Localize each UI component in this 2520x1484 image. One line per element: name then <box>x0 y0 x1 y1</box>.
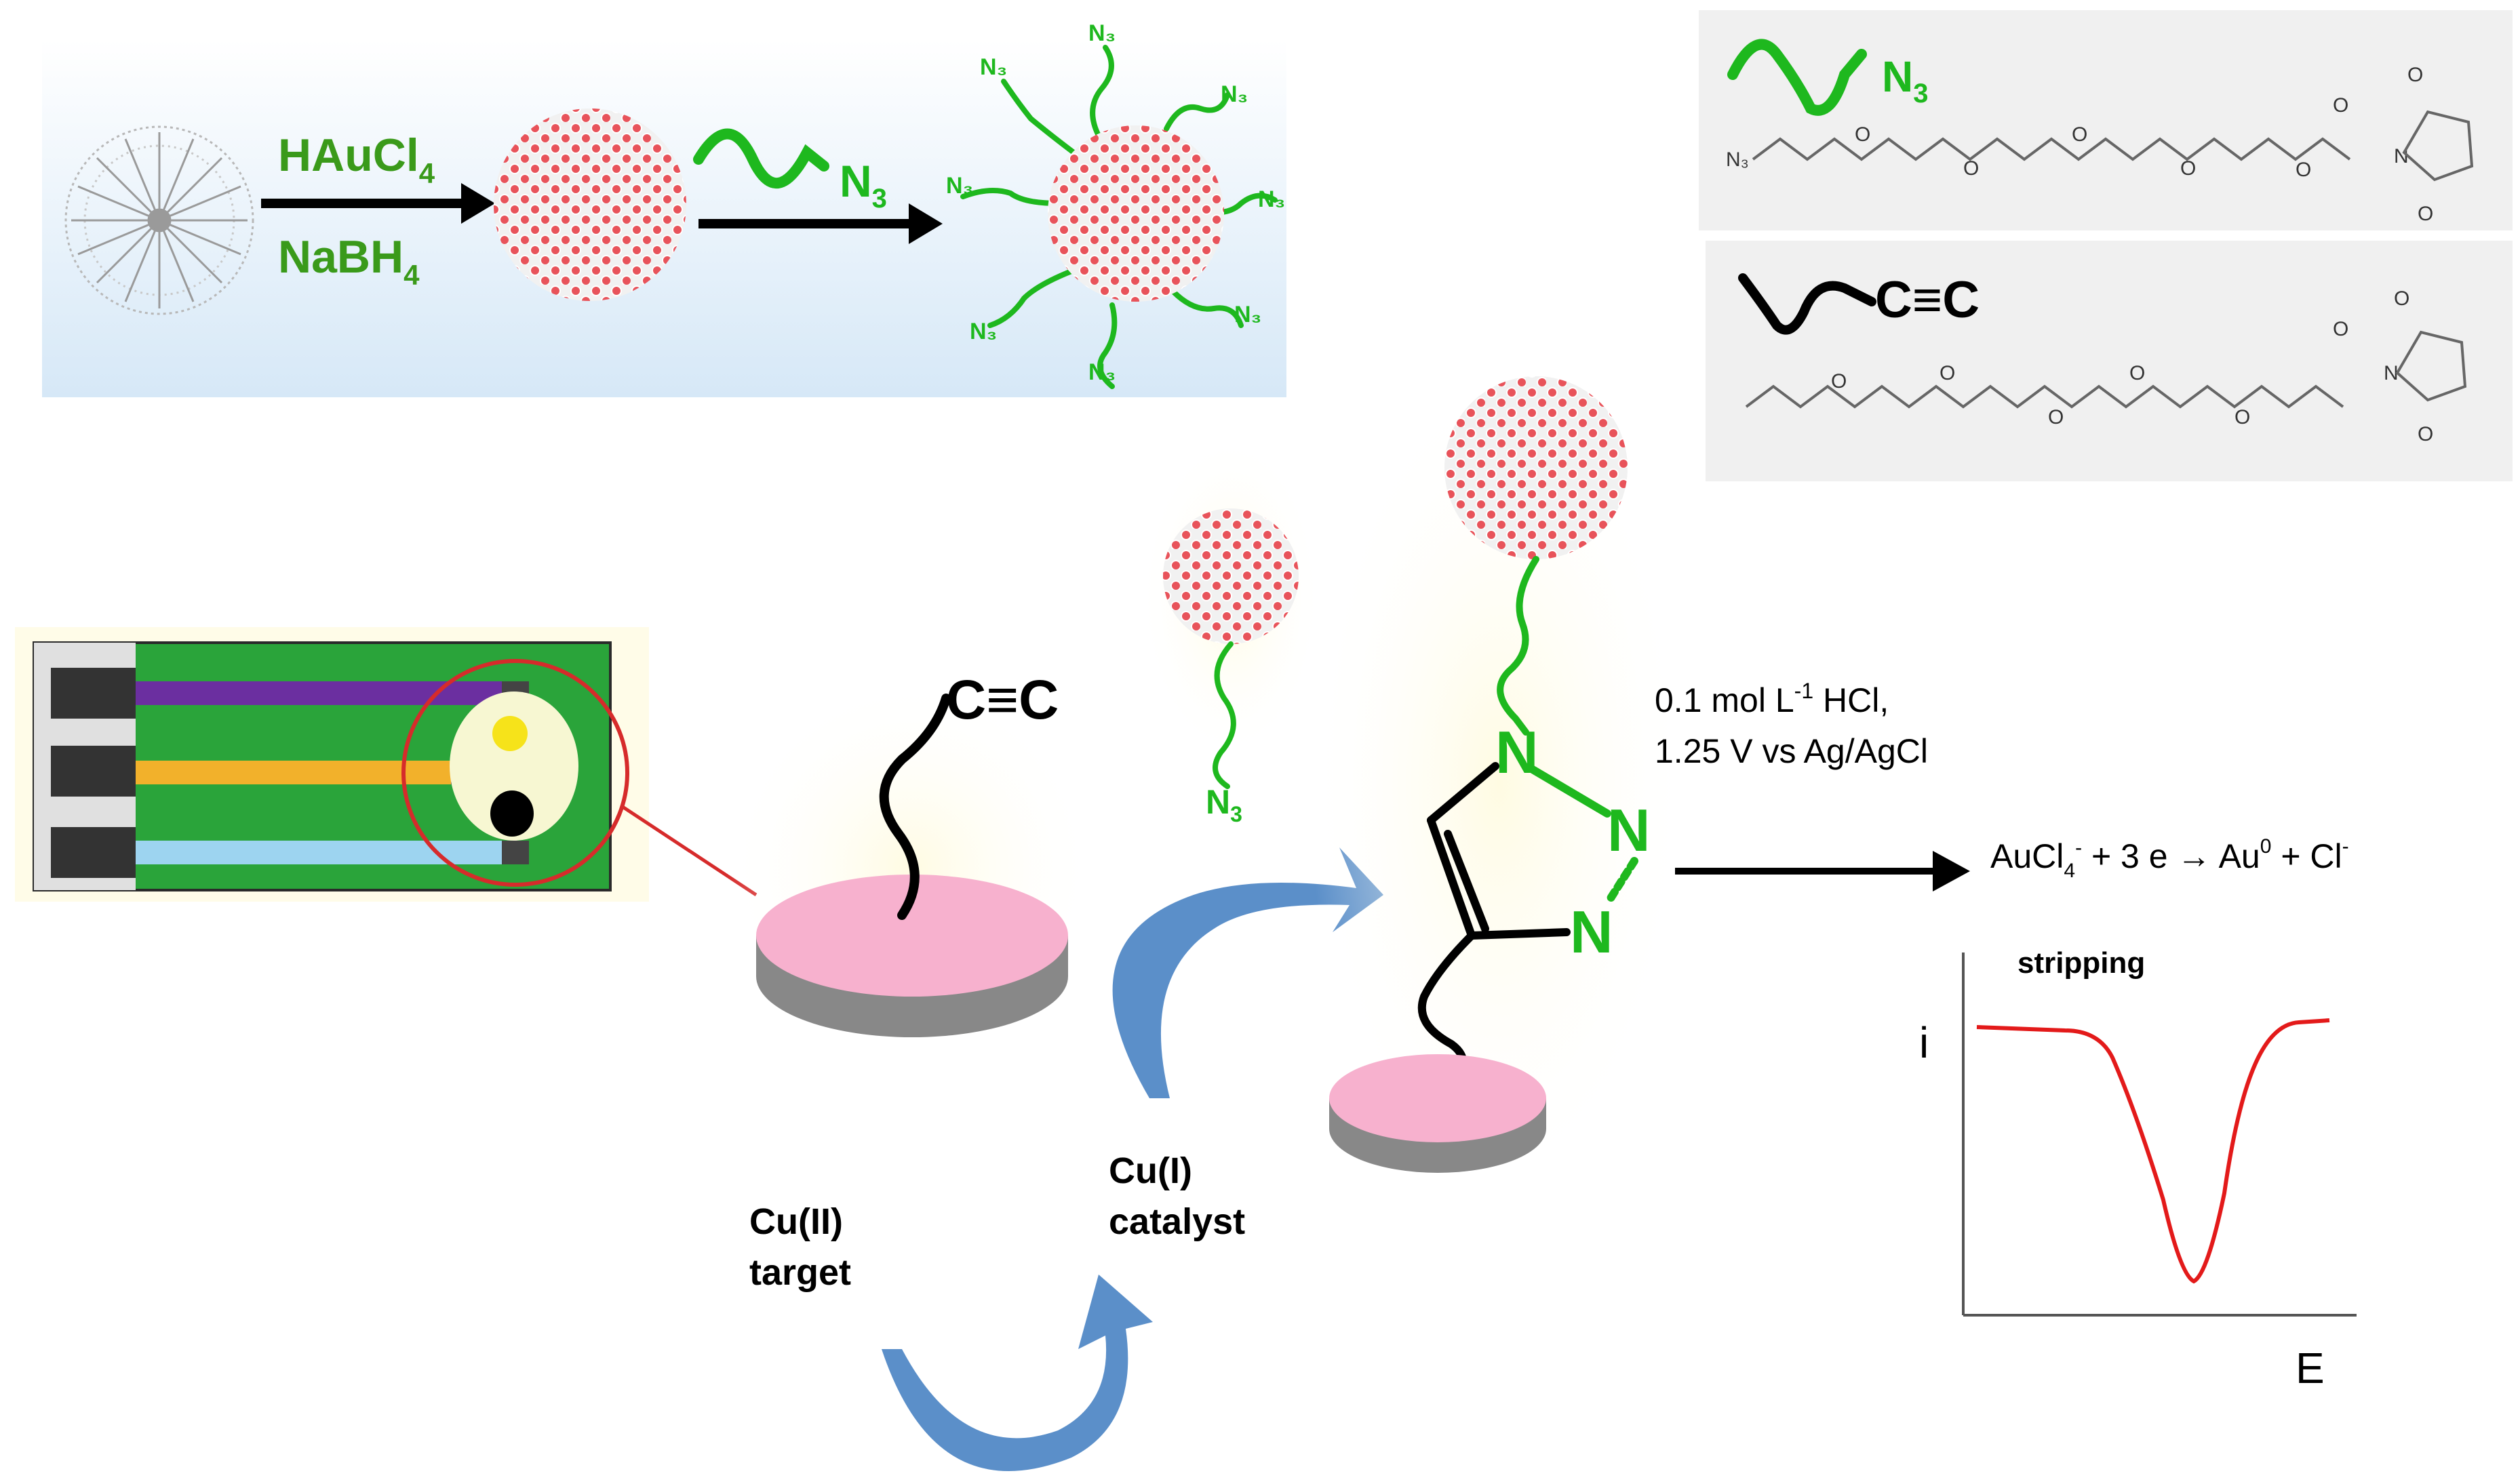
product-linker <box>1497 556 1539 736</box>
product-nanoparticle <box>1444 376 1628 559</box>
stripping-reaction: AuCl4- + 3 e → Au0 + Cl- <box>1990 835 2349 882</box>
azide-peg-o3: O <box>2072 123 2087 146</box>
alkyne-peg-label: C≡C <box>1875 271 1980 329</box>
alkyne-peg-n: N <box>2384 362 2399 384</box>
synthesis-arrow-2-head <box>909 203 943 244</box>
product-disc-top <box>1329 1054 1546 1142</box>
alkyne-nhs-o-top: O <box>2394 287 2409 310</box>
working-electrode-area <box>450 691 578 841</box>
triazole-n1: N <box>1495 719 1539 786</box>
alkyne-linker-panel <box>1706 241 2513 481</box>
track-blue <box>136 841 515 864</box>
dendrimer-icon <box>64 125 254 315</box>
oxidation-arrow-head <box>1933 851 1970 891</box>
blue-arrow-lower <box>882 1275 1153 1471</box>
stripping-voltammogram: stripping i E <box>1919 946 2357 1392</box>
screen-printed-electrode <box>15 627 757 902</box>
alkyne-tether <box>879 694 951 920</box>
blue-arrow-upper <box>1112 847 1383 1098</box>
triazole-product: N N N <box>1309 366 1689 1200</box>
azide-tag-right: N₃ <box>1258 186 1285 212</box>
voltammogram-x-label: E <box>2296 1344 2325 1392</box>
alkyne-linker-structure: C≡C O O O O O O N O O <box>1706 241 2513 481</box>
cu2-label: Cu(II) <box>749 1201 843 1242</box>
azide-tag-bottom: N₃ <box>1088 359 1116 385</box>
azide-peg-o5: O <box>2296 159 2311 181</box>
azide-peg-icon <box>1727 39 1867 116</box>
zoom-circle <box>401 659 629 887</box>
azide-peg-o2: O <box>1963 157 1979 180</box>
cu2-target-label: target <box>749 1252 851 1293</box>
triazole-n3: N <box>1570 898 1613 965</box>
azide-tag-left: N₃ <box>946 173 973 199</box>
azide-functionalized-nanoparticle: N₃ N₃ N₃ N₃ N₃ N₃ N₃ N₃ <box>946 20 1285 389</box>
reagent-haucl4: HAuCl4 <box>278 129 435 189</box>
electrode-black-dot <box>490 790 534 837</box>
voltammogram-title: stripping <box>2017 946 2145 980</box>
azide-peg-n3: N₃ <box>1726 148 1749 171</box>
cu1-label: Cu(I) <box>1109 1150 1192 1191</box>
reagent-nabh4: NaBH4 <box>278 231 420 291</box>
azide-linker-structure: N3 N₃ O O O O O O N O O <box>1699 10 2513 230</box>
alkyne-peg-icon <box>1738 273 1876 335</box>
connector-pad-1 <box>51 668 136 719</box>
azide-peg-chain <box>1752 137 2351 161</box>
stripping-curve <box>1976 1018 2330 1284</box>
voltammogram-y-label: i <box>1919 1018 1929 1067</box>
track-purple <box>136 681 515 705</box>
alkyne-peg-o1: O <box>1831 370 1847 393</box>
alkyne-peg-o5: O <box>2234 406 2250 428</box>
electrode-yellow-dot <box>492 716 528 751</box>
alkyne-peg-o2: O <box>1940 362 1955 384</box>
alkyne-peg-o4: O <box>2129 362 2145 384</box>
alkyne-surface: C≡C <box>726 669 1095 1058</box>
azide-peg-label: N3 <box>1882 52 1928 108</box>
azide-linker-icon <box>693 128 829 189</box>
azide-peg-o6: O <box>2333 94 2348 117</box>
mid-azide-label: N3 <box>1206 783 1242 826</box>
alkyne-nhs-o-bottom: O <box>2418 423 2433 445</box>
azide-peg-o4: O <box>2180 157 2196 180</box>
alkyne-peg-chain <box>1745 384 2344 409</box>
alkyne-peg-o3: O <box>2048 406 2064 428</box>
azide-nhs-ring <box>2402 110 2474 182</box>
condition-line-2: 1.25 V vs Ag/AgCl <box>1655 732 1928 770</box>
azide-tag-lower-left: N₃ <box>970 319 997 344</box>
surface-alkyne-label: C≡C <box>946 669 1059 731</box>
track-yellow <box>136 761 451 784</box>
triazole-n2: N <box>1607 797 1651 864</box>
azide-tag-upper-right: N₃ <box>1221 81 1248 107</box>
azide-label-top: N3 <box>840 156 887 214</box>
synthesis-arrow-1-head <box>461 183 495 224</box>
alkyne-peg-o6: O <box>2333 318 2348 340</box>
connector-pad-3 <box>51 827 136 878</box>
azide-nhs-o-top: O <box>2407 64 2423 86</box>
condition-line-1: 0.1 mol L-1 HCl, <box>1655 679 1889 719</box>
gold-nanoparticle-1 <box>494 108 686 301</box>
cu1-catalyst-label: catalyst <box>1109 1201 1245 1242</box>
azide-tag-top: N₃ <box>1088 20 1116 46</box>
azide-nanoparticle-mid: N3 <box>1139 434 1322 826</box>
synthesis-panel: HAuCl4 NaBH4 N3 N₃ N₃ <box>42 20 1286 397</box>
azide-tag-lower-right: N₃ <box>1234 302 1261 327</box>
azide-tag-upper-left: N₃ <box>980 54 1007 80</box>
azide-linker-panel <box>1699 10 2513 230</box>
azide-nhs-o-bottom: O <box>2418 203 2433 225</box>
connector-pad-2 <box>51 746 136 797</box>
alkyne-nhs-ring <box>2395 330 2467 402</box>
surface-disc-top <box>756 875 1068 997</box>
azide-peg-o1: O <box>1855 123 1870 146</box>
